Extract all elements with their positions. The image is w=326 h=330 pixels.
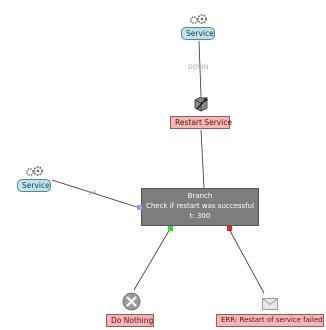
edge-label-up: UP xyxy=(88,190,97,197)
cancel-icon xyxy=(122,292,141,315)
edge-branch-to-do-nothing[interactable] xyxy=(133,228,171,291)
branch-input-port[interactable] xyxy=(137,205,142,210)
branch-node[interactable]: Branch Check if restart was successful t… xyxy=(141,188,259,226)
branch-description: Check if restart was successful xyxy=(145,202,255,210)
service-icon xyxy=(189,11,209,30)
edge-service-to-branch[interactable] xyxy=(51,179,141,209)
mail-icon xyxy=(262,295,278,314)
edge-restart-to-branch[interactable] xyxy=(200,129,205,189)
restart-icon xyxy=(192,95,210,117)
branch-timeout: t: 300 xyxy=(189,212,211,220)
branch-title: Branch xyxy=(187,192,213,200)
do-nothing-node[interactable]: Do Nothing xyxy=(106,314,154,327)
service-node-top[interactable]: Service xyxy=(181,27,215,40)
edge-branch-to-error[interactable] xyxy=(228,228,265,294)
service-node-left[interactable]: Service xyxy=(17,179,51,192)
service-icon xyxy=(25,163,45,182)
edge-service-to-restart[interactable] xyxy=(198,40,202,97)
branch-success-port[interactable] xyxy=(168,226,173,231)
branch-failure-port[interactable] xyxy=(227,226,232,231)
error-notification-node[interactable]: ERR: Restart of service failed xyxy=(216,314,324,327)
edge-label-down: DOWN xyxy=(188,64,209,71)
restart-service-node[interactable]: Restart Service xyxy=(170,116,232,129)
